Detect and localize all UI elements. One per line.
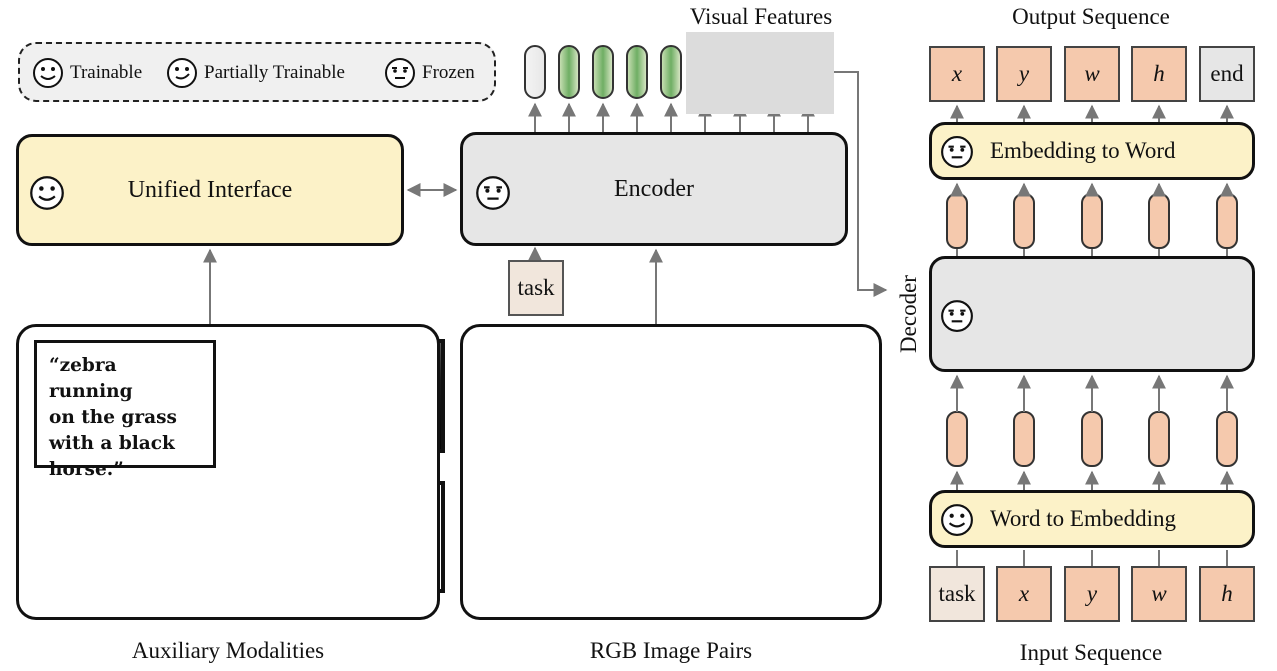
input-token-w: w xyxy=(1131,566,1187,622)
quote-line: with a black xyxy=(49,433,175,454)
visual-feature-token xyxy=(592,45,614,99)
flow-arrows xyxy=(203,71,888,324)
output-token-h: h xyxy=(1131,46,1187,102)
text-prompt-box: “zebra running on the grass with a black… xyxy=(34,340,216,480)
visual-features-highlight xyxy=(686,32,834,114)
rgb-image-pairs-panel xyxy=(460,324,882,620)
output-embedding-token xyxy=(946,193,968,249)
visual-feature-token xyxy=(626,45,648,99)
output-token-x: x xyxy=(929,46,985,102)
input-embedding-token xyxy=(1081,411,1103,467)
output-token-w: w xyxy=(1064,46,1120,102)
legend-box: Trainable Partially Trainable Frozen xyxy=(18,42,496,102)
frozen-face-icon xyxy=(941,136,973,168)
input-embedding-token xyxy=(946,411,968,467)
word-to-embedding-label: Word to Embedding xyxy=(990,506,1176,531)
decoder-block xyxy=(929,256,1255,372)
visual-feature-token xyxy=(660,45,682,99)
encoder-label: Encoder xyxy=(614,175,694,202)
input-token-h: h xyxy=(1199,566,1255,622)
word-to-embedding-block: Word to Embedding xyxy=(929,490,1255,548)
visual-feature-token xyxy=(558,45,580,99)
unified-interface-label: Unified Interface xyxy=(127,176,293,203)
rgb-image-pairs-caption: RGB Image Pairs xyxy=(589,638,753,663)
embedding-to-word-label: Embedding to Word xyxy=(990,138,1176,163)
legend-trainable-label: Trainable xyxy=(70,62,143,83)
trainable-smiley-icon xyxy=(33,58,63,88)
output-token-y: y xyxy=(996,46,1052,102)
input-sequence-title: Input Sequence xyxy=(1019,640,1163,665)
output-token-end: end xyxy=(1199,46,1255,102)
input-embedding-token xyxy=(1148,411,1170,467)
output-embedding-token xyxy=(1216,193,1238,249)
input-token-y: y xyxy=(1064,566,1120,622)
decoder-label: Decoder xyxy=(896,275,921,353)
encoder-block: Encoder xyxy=(460,132,848,246)
input-embedding-token xyxy=(1013,411,1035,467)
embedding-tokens xyxy=(946,104,1238,566)
frozen-face-icon xyxy=(941,300,973,332)
output-embedding-token xyxy=(1013,193,1035,249)
input-embedding-token xyxy=(1216,411,1238,467)
trainable-smiley-icon xyxy=(30,176,64,210)
encoder-task-token: task xyxy=(508,260,564,316)
quote-line: horse.” xyxy=(49,459,124,480)
partially-trainable-face-icon xyxy=(167,58,197,88)
quote-line: “zebra running xyxy=(49,355,133,402)
output-embedding-token xyxy=(1081,193,1103,249)
output-sequence-title: Output Sequence xyxy=(1012,4,1170,29)
quote-line: on the grass xyxy=(49,407,177,428)
unified-interface-block: Unified Interface xyxy=(16,134,404,246)
legend-frozen-label: Frozen xyxy=(422,62,475,83)
input-token-x: x xyxy=(996,566,1052,622)
legend-partially-trainable-label: Partially Trainable xyxy=(204,62,345,83)
frozen-face-icon xyxy=(385,58,415,88)
output-embedding-token xyxy=(1148,193,1170,249)
visual-features-title: Visual Features xyxy=(689,4,833,29)
trainable-smiley-icon xyxy=(941,504,973,536)
auxiliary-modalities-caption: Auxiliary Modalities xyxy=(131,638,325,663)
features-to-decoder-arrow xyxy=(834,71,888,297)
input-token-task: task xyxy=(929,566,985,622)
embedding-to-word-block: Embedding to Word xyxy=(929,122,1255,180)
frozen-face-icon xyxy=(476,176,510,210)
visual-feature-token xyxy=(524,45,546,99)
